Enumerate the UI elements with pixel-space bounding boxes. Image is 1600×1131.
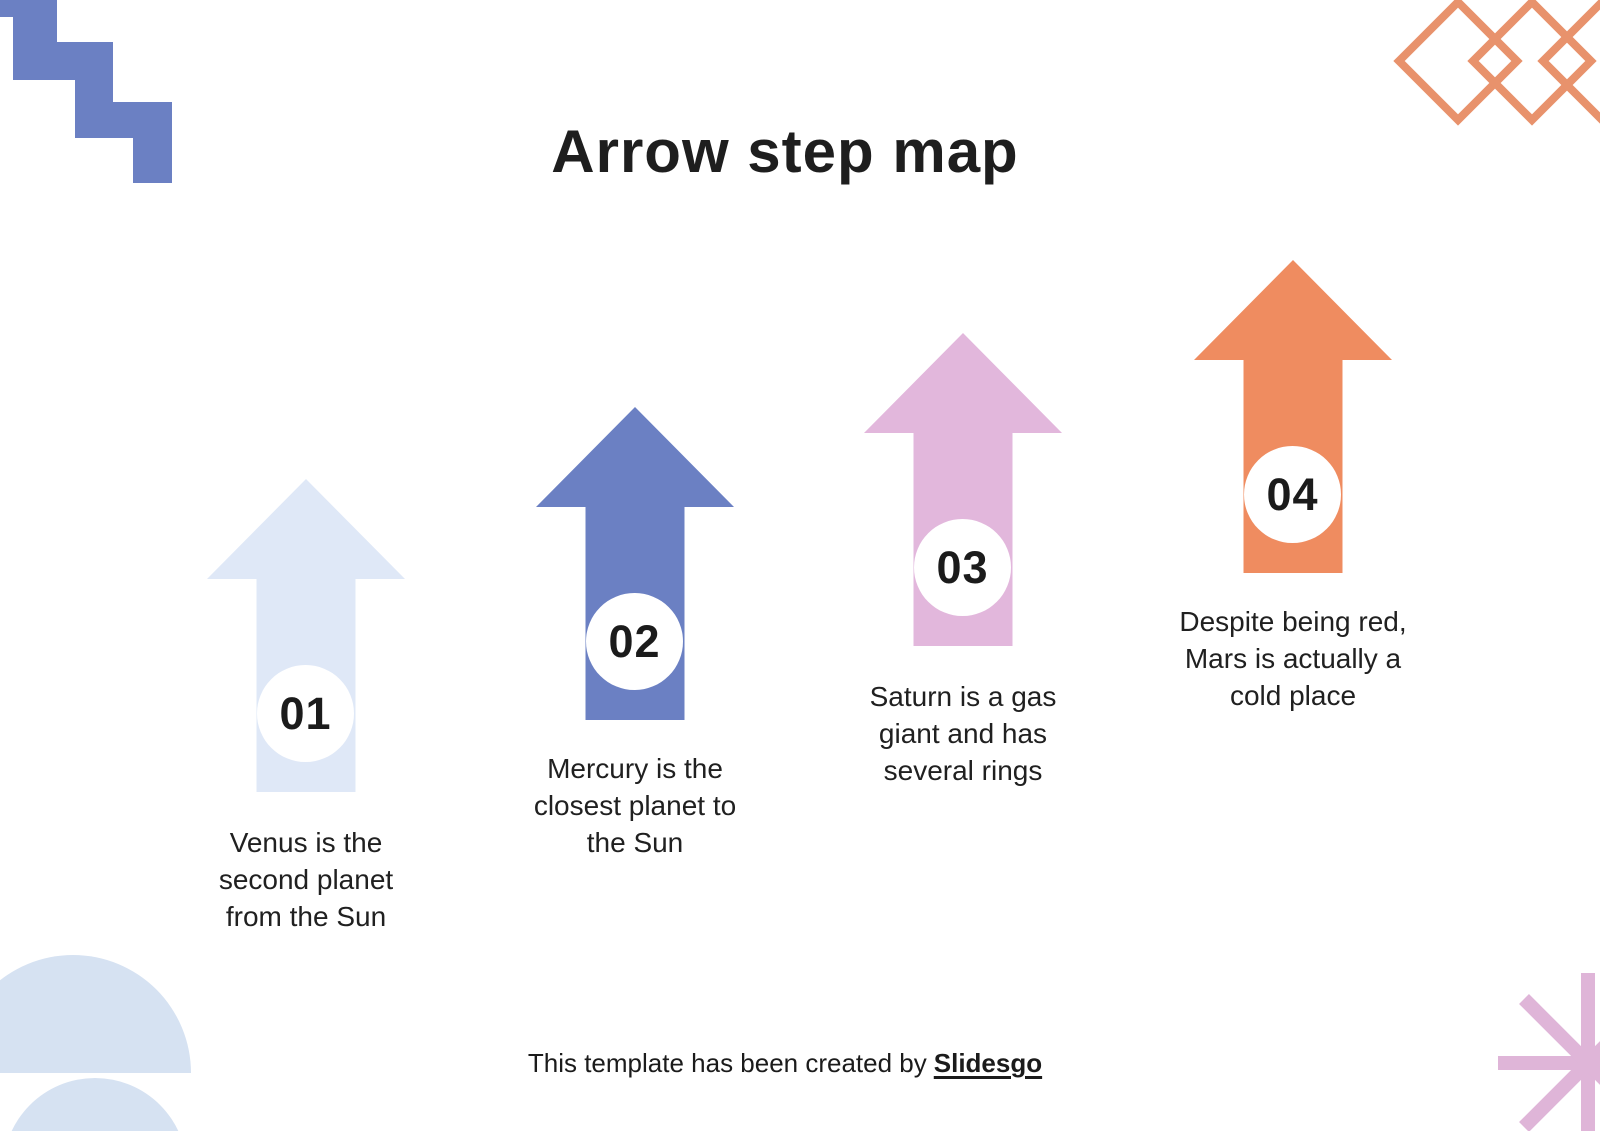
step-2: 02 — [536, 407, 734, 720]
description-line: several rings — [883, 755, 1043, 786]
semicircles-icon — [0, 955, 191, 1131]
arrow-up-icon — [207, 479, 405, 792]
diamond-shape — [1467, 0, 1597, 126]
arrow-up-icon — [1194, 260, 1392, 573]
asterisk-group — [1498, 973, 1600, 1131]
step-number-badge: 03 — [914, 519, 1011, 616]
step-3: 03 — [864, 333, 1062, 646]
arrow-shape — [207, 479, 405, 792]
footer-brand-link[interactable]: Slidesgo — [933, 1048, 1043, 1078]
description-line: Mercury is the — [547, 753, 723, 784]
description-line: second planet — [218, 864, 394, 895]
circle-shape — [11, 1078, 179, 1131]
stairs-shape — [0, 0, 172, 183]
description-line: cold place — [1229, 680, 1357, 711]
description-line: closest planet to — [533, 790, 737, 821]
semicircle-shape — [0, 955, 191, 1073]
diamond-shape — [1393, 0, 1523, 126]
asterisk-arm — [1519, 1041, 1600, 1131]
step-1-description: Venus is the second planet from the Sun — [166, 824, 446, 935]
arrow-up-icon — [536, 407, 734, 720]
step-4-description: Despite being red, Mars is actually a co… — [1153, 603, 1433, 714]
step-3-description: Saturn is a gas giant and has several ri… — [823, 678, 1103, 789]
diamond-shape — [1537, 0, 1600, 124]
arrow-up-icon — [864, 333, 1062, 646]
arrow-shape — [864, 333, 1062, 646]
description-line: Saturn is a gas — [869, 681, 1057, 712]
step-number-badge: 02 — [586, 593, 683, 690]
step-number-badge: 04 — [1244, 446, 1341, 543]
arrow-shape — [1194, 260, 1392, 573]
arrow-shape — [536, 407, 734, 720]
description-line: Mars is actually a — [1184, 643, 1402, 674]
diamonds-icon — [1393, 0, 1600, 126]
description-line: from the Sun — [225, 901, 387, 932]
description-line: giant and has — [878, 718, 1048, 749]
stairs-icon — [0, 0, 172, 183]
footer-text: This template has been created by — [527, 1048, 927, 1078]
diamonds-group — [1393, 0, 1600, 126]
step-number-badge: 01 — [257, 665, 354, 762]
asterisk-icon — [1498, 973, 1600, 1131]
page-title: Arrow step map — [551, 118, 1019, 185]
step-4: 04 — [1194, 260, 1392, 573]
description-line: Despite being red, — [1179, 606, 1407, 637]
step-1: 01 — [207, 479, 405, 792]
step-2-description: Mercury is the closest planet to the Sun — [495, 750, 775, 861]
description-line: the Sun — [586, 827, 684, 858]
description-line: Venus is the — [229, 827, 383, 858]
